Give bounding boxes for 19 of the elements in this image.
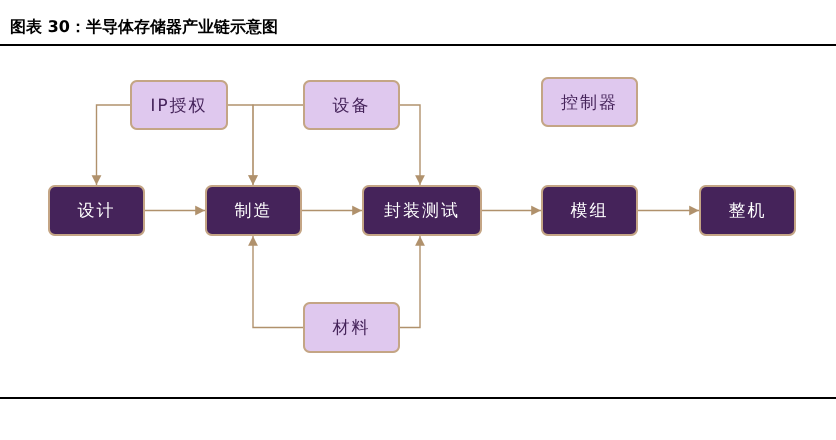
figure-title: 图表 30：半导体存储器产业链示意图 xyxy=(10,17,278,38)
process-box: 整机 xyxy=(699,185,796,236)
arrow xyxy=(400,104,425,185)
arrow xyxy=(248,104,303,185)
process-box: 模组 xyxy=(541,185,638,236)
input-box: 控制器 xyxy=(541,77,638,127)
arrow xyxy=(400,236,425,328)
arrow xyxy=(482,206,541,216)
arrow xyxy=(302,206,362,216)
arrow xyxy=(145,206,205,216)
input-box: 材料 xyxy=(303,302,400,353)
process-box: 封装测试 xyxy=(362,185,482,236)
input-box: IP授权 xyxy=(130,80,228,130)
arrow xyxy=(92,104,130,185)
process-box: 设计 xyxy=(48,185,145,236)
arrow xyxy=(248,236,303,328)
arrow xyxy=(638,206,699,216)
input-box: 设备 xyxy=(303,80,400,130)
process-box: 制造 xyxy=(205,185,302,236)
